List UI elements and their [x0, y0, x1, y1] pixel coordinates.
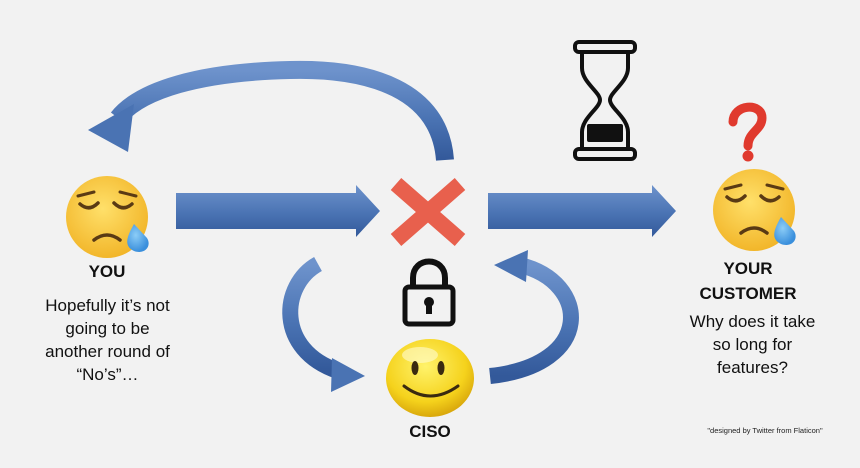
arrow-you-to-ciso	[176, 185, 380, 237]
attribution-credit: "designed by Twitter from Flaticon"	[707, 426, 823, 435]
return-arrow-top	[88, 60, 454, 162]
smiley-face-icon	[386, 339, 474, 417]
ciso-title: CISO	[409, 422, 451, 441]
you-caption-line: Hopefully it’s not	[45, 296, 170, 315]
you-caption: Hopefully it’s not going to be another r…	[10, 294, 205, 386]
arrow-ciso-to-customer	[488, 185, 676, 237]
customer-caption: Why does it take so long for features?	[665, 310, 840, 379]
you-title: YOU	[88, 262, 126, 281]
cycle-arrow-left	[282, 257, 365, 392]
question-mark-icon	[728, 102, 767, 162]
padlock-icon	[402, 258, 456, 327]
cycle-arrow-right	[489, 250, 579, 384]
customer-caption-line: so long for	[712, 335, 793, 354]
customer-title-line: CUSTOMER	[699, 284, 797, 303]
x-mark-icon	[390, 177, 466, 247]
customer-title: YOUR CUSTOMER	[678, 256, 818, 306]
customer-caption-line: features?	[717, 358, 788, 377]
you-caption-line: going to be	[65, 319, 150, 338]
customer-title-line: YOUR	[723, 259, 773, 278]
sad-face-icon	[713, 169, 796, 251]
you-caption-line: “No’s”…	[76, 365, 139, 384]
customer-caption-line: Why does it take	[689, 312, 816, 331]
hourglass-icon	[573, 40, 637, 161]
you-caption-line: another round of	[45, 342, 170, 361]
sad-face-icon	[66, 176, 149, 258]
